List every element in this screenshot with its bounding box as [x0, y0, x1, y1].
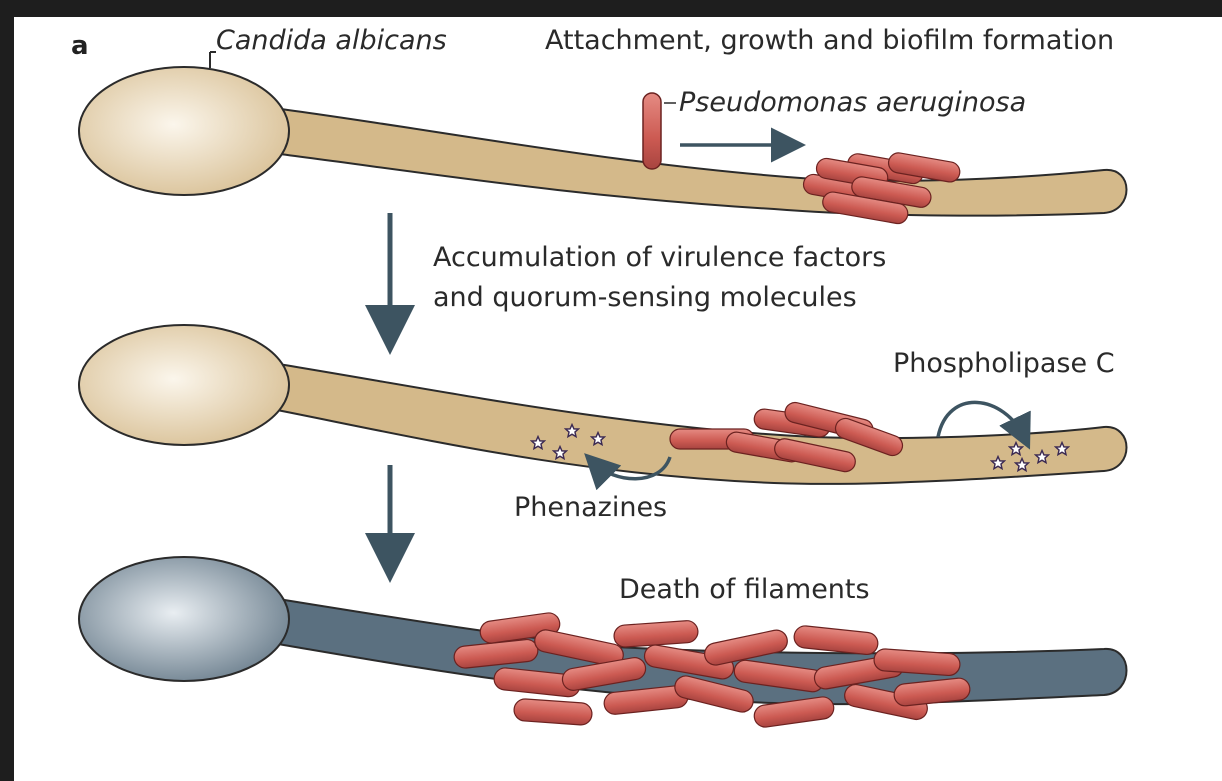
diagram-canvas [14, 17, 1222, 781]
stage-2-caption-line-1: Accumulation of virulence factors [433, 242, 886, 274]
stage-3-bacteria-mass [453, 612, 971, 729]
bacterium-label: Pseudomonas aeruginosa [679, 87, 1026, 119]
stage-3-caption: Death of filaments [619, 574, 870, 606]
attaching-bacterium [643, 93, 661, 169]
phospholipase-label: Phospholipase C [893, 348, 1115, 380]
panel-letter: a [71, 31, 89, 61]
stage-1-caption: Attachment, growth and biofilm formation [545, 25, 1114, 57]
stage-2-caption-line-2: and quorum-sensing molecules [433, 282, 857, 314]
phospholipase-arrow [938, 402, 1024, 437]
phenazines-label: Phenazines [514, 492, 667, 524]
fungus-label: Candida albicans [216, 25, 447, 57]
figure-panel: a Candida albicans Attachment, growth an… [14, 17, 1222, 781]
stage-1-hypha [79, 52, 1127, 216]
